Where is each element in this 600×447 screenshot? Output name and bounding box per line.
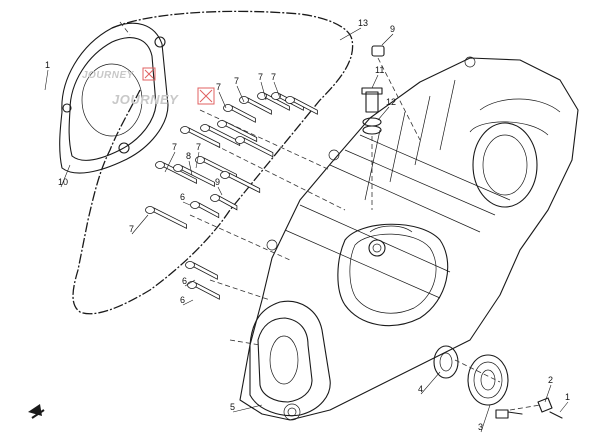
leader-line bbox=[182, 299, 194, 306]
leader-line bbox=[339, 27, 362, 41]
bolt-group bbox=[145, 92, 318, 300]
leader-line bbox=[44, 69, 49, 91]
part-number-label: 6 bbox=[180, 295, 185, 305]
bolt bbox=[223, 104, 256, 123]
outer-clutch-cover bbox=[59, 22, 169, 174]
part-number-label: 1 bbox=[565, 392, 570, 402]
leader-line bbox=[420, 371, 441, 395]
cover-gasket bbox=[72, 10, 354, 315]
leader-line bbox=[260, 81, 267, 101]
bolt bbox=[185, 261, 218, 280]
part-number-label: 1 bbox=[45, 60, 50, 70]
part-number-label: 7 bbox=[258, 72, 263, 82]
bolt bbox=[239, 96, 272, 115]
direction-arrow-icon bbox=[28, 404, 45, 419]
bolt bbox=[217, 120, 258, 143]
guide-lines bbox=[119, 21, 541, 411]
part-number-label: 8 bbox=[186, 151, 191, 161]
leader-line bbox=[371, 74, 379, 89]
bolt bbox=[210, 194, 238, 211]
bolt bbox=[173, 164, 215, 187]
bearing bbox=[467, 354, 509, 406]
leader-line bbox=[195, 151, 200, 169]
leader-line bbox=[131, 214, 149, 235]
leader-line bbox=[217, 186, 223, 196]
part-number-label: 7 bbox=[172, 142, 177, 152]
part-number-label: 7 bbox=[271, 72, 276, 82]
part-number-label: 2 bbox=[548, 375, 553, 385]
leader-line bbox=[188, 160, 193, 176]
leader-line bbox=[218, 91, 227, 109]
leader-line bbox=[381, 33, 394, 46]
svg-text:JOURNEY: JOURNEY bbox=[112, 92, 179, 107]
bolt bbox=[220, 171, 261, 194]
leader-line bbox=[480, 404, 491, 433]
part-number-label: 9 bbox=[390, 24, 395, 34]
leader-line bbox=[236, 85, 245, 103]
leader-line bbox=[544, 384, 552, 403]
part-number-label: 12 bbox=[386, 97, 396, 107]
part-number-label: 11 bbox=[375, 65, 384, 75]
part-number-label: 7 bbox=[216, 82, 221, 92]
crankcase-housing bbox=[239, 56, 579, 421]
bolt bbox=[190, 201, 220, 219]
part-number-label: 7 bbox=[234, 76, 239, 86]
leader-line bbox=[182, 201, 191, 206]
part-number-label: 10 bbox=[58, 177, 68, 187]
part-number-label: 6 bbox=[182, 276, 187, 286]
bolt bbox=[187, 281, 220, 300]
leader-line bbox=[232, 404, 263, 413]
svg-text:JOURNEY: JOURNEY bbox=[82, 70, 135, 81]
leader-line bbox=[60, 164, 71, 188]
bolt bbox=[200, 124, 241, 147]
bolt bbox=[180, 126, 221, 149]
drain-bolt-assembly bbox=[495, 397, 563, 419]
journey-logo-watermark: JOURNEY JOURNEY bbox=[82, 67, 215, 107]
leader-line bbox=[377, 106, 390, 121]
part-number-label: 13 bbox=[358, 18, 368, 28]
bolt bbox=[235, 136, 274, 158]
part-number-label: 6 bbox=[180, 192, 185, 202]
leader-line bbox=[559, 401, 569, 413]
leader-line bbox=[164, 151, 176, 173]
part-number-label: 7 bbox=[129, 224, 134, 234]
part-number-label: 9 bbox=[215, 177, 220, 187]
part-number-label: 7 bbox=[196, 142, 201, 152]
leader-line bbox=[184, 279, 196, 287]
oil-seal bbox=[433, 345, 459, 379]
bolt bbox=[145, 206, 187, 229]
part-number-label: 4 bbox=[418, 384, 423, 394]
plug-and-dowel-parts bbox=[361, 45, 421, 210]
part-number-label: 3 bbox=[478, 422, 483, 432]
bolt bbox=[155, 161, 197, 184]
leader-line bbox=[273, 81, 281, 99]
bolt bbox=[285, 96, 318, 115]
part-number-label: 5 bbox=[230, 402, 235, 412]
